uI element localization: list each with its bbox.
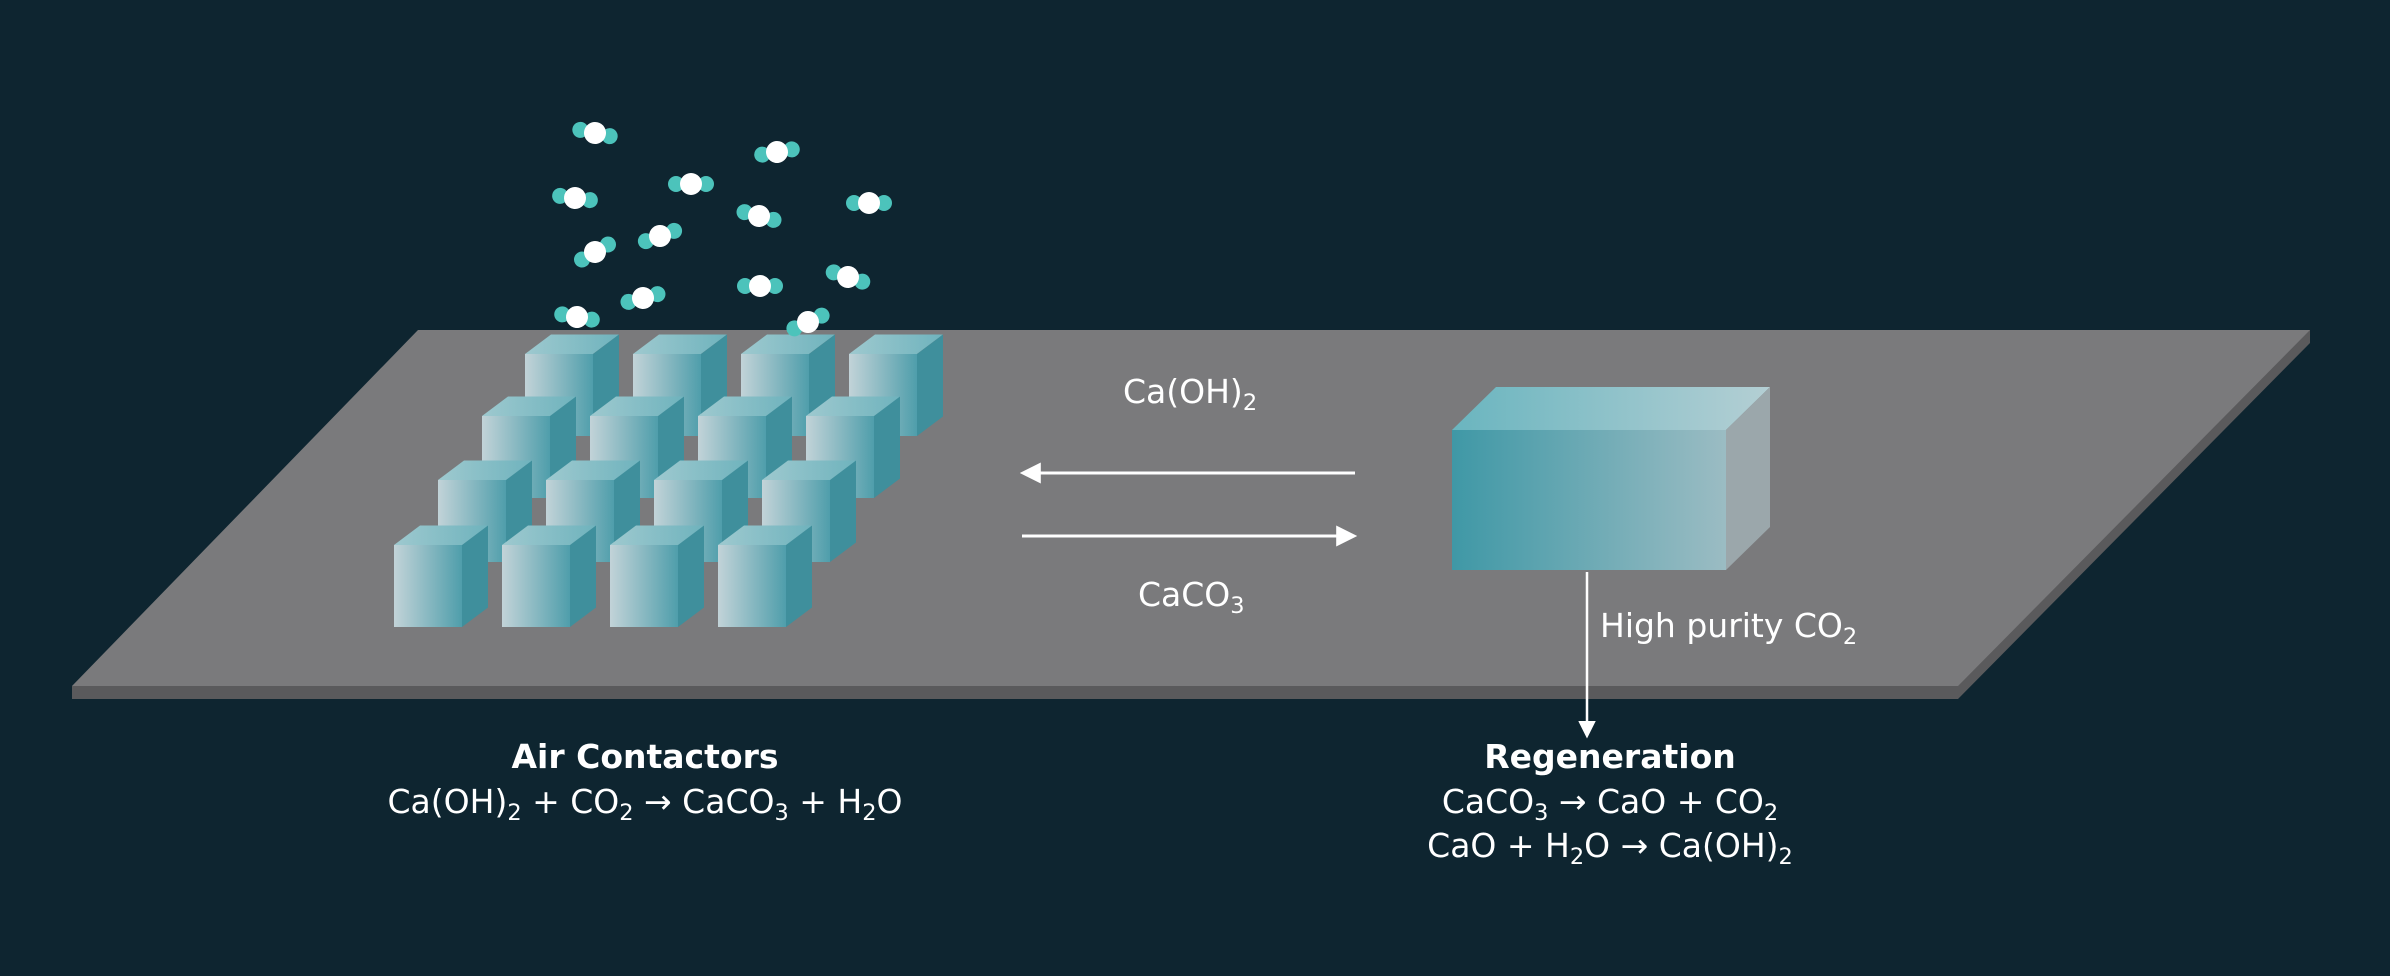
regeneration-box xyxy=(1452,387,1770,570)
regeneration-equation-1: CaCO3 → CaO + CO2 xyxy=(1441,782,1779,827)
co2-molecule xyxy=(554,306,600,328)
contactor-cube xyxy=(394,525,488,627)
arrow-label-caoh2: Ca(OH)2 xyxy=(1123,372,1258,417)
co2-molecule xyxy=(846,192,892,214)
co2-molecule xyxy=(737,275,783,297)
co2-molecule xyxy=(786,307,830,337)
co2-molecules xyxy=(552,121,892,337)
co2-molecule xyxy=(620,286,666,310)
contactor-cube xyxy=(718,525,812,627)
co2-molecule xyxy=(668,173,714,195)
co2-molecule xyxy=(754,141,800,163)
air-contactor-cubes xyxy=(394,334,943,627)
regeneration-title: Regeneration xyxy=(1484,737,1736,776)
high-purity-co2-label: High purity CO2 xyxy=(1600,606,1858,651)
co2-molecule xyxy=(572,121,618,145)
co2-molecule xyxy=(637,222,683,250)
co2-molecule xyxy=(736,204,782,228)
co2-molecule xyxy=(574,236,616,268)
co2-molecule xyxy=(552,187,598,209)
air-contactors-title: Air Contactors xyxy=(511,737,779,776)
co2-molecule xyxy=(825,264,871,290)
regeneration-equation-2: CaO + H2O → Ca(OH)2 xyxy=(1427,826,1793,871)
arrow-label-caco3: CaCO3 xyxy=(1138,575,1245,620)
contactor-cube xyxy=(610,525,704,627)
air-contactors-equation: Ca(OH)2 + CO2 → CaCO3 + H2O xyxy=(387,782,903,827)
contactor-cube xyxy=(502,525,596,627)
